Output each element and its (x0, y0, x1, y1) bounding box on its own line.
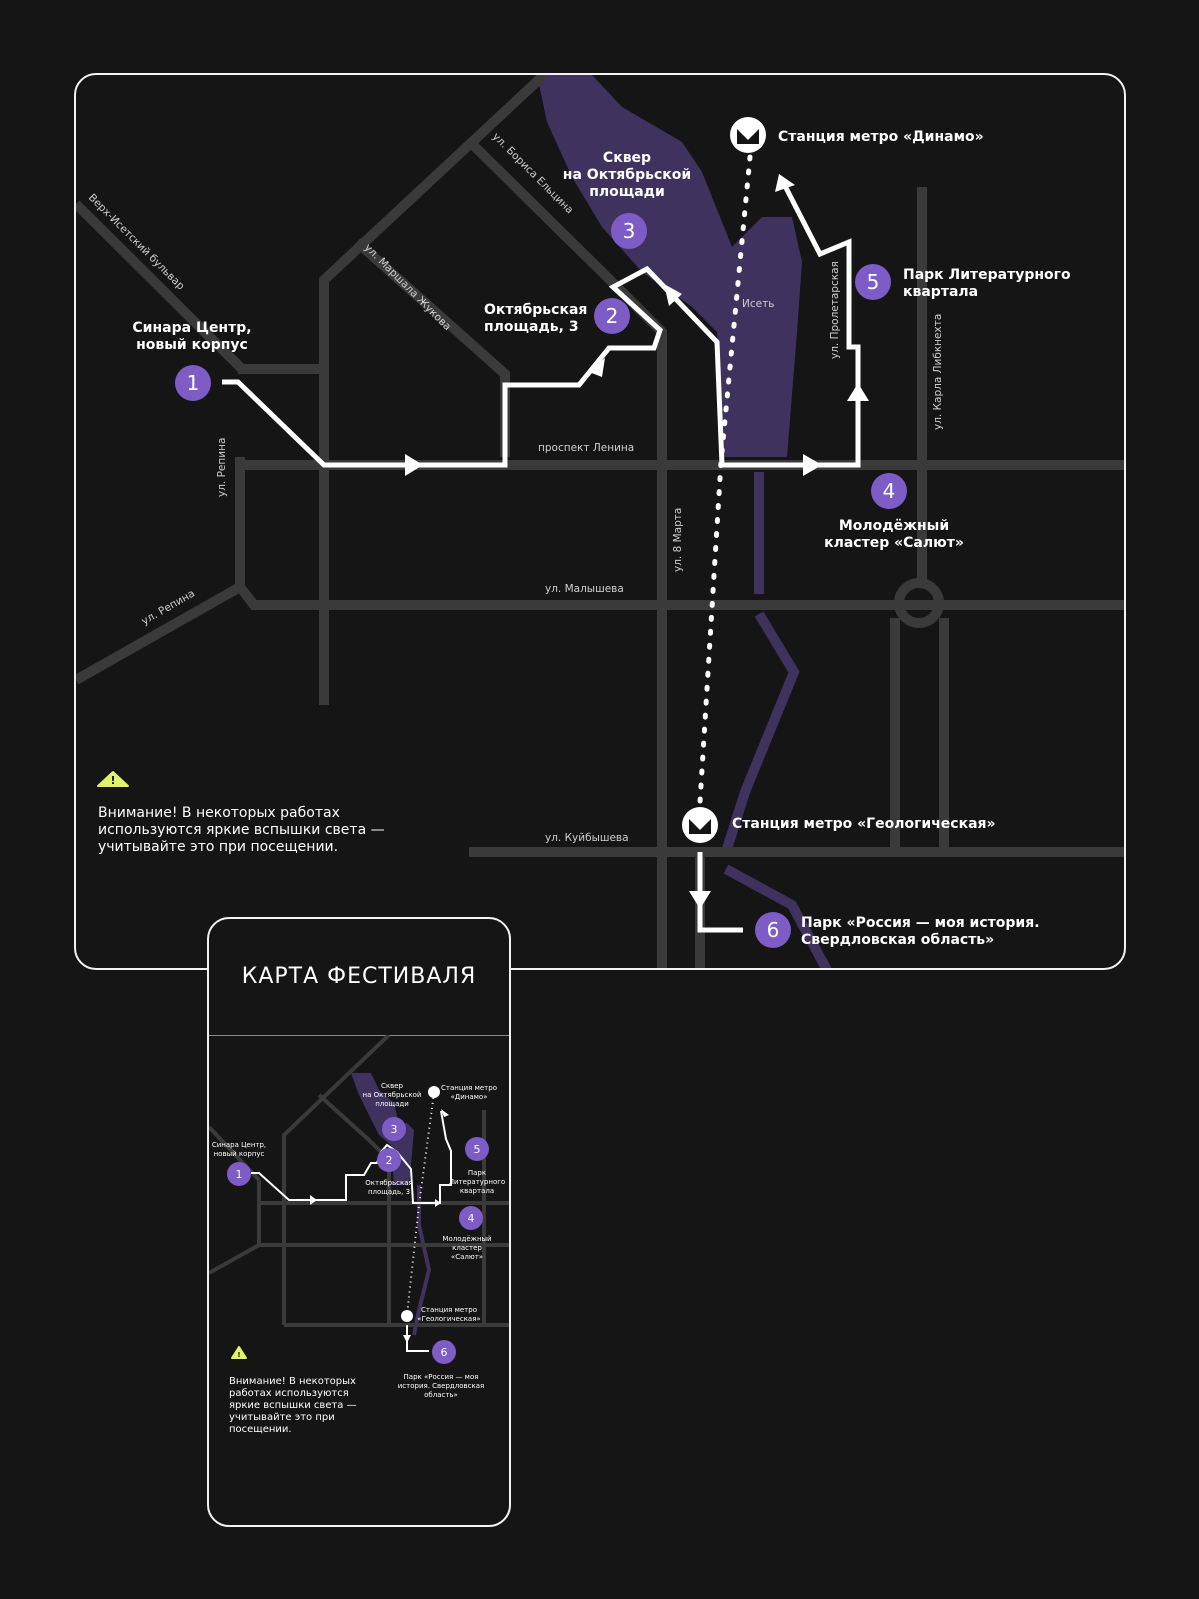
svg-text:«Геологическая»: «Геологическая» (417, 1315, 480, 1323)
mobile-warning-icon: ! (231, 1346, 247, 1359)
svg-text:Парк: Парк (468, 1169, 486, 1177)
street-zhukova: ул. Маршала Жукова (362, 242, 453, 333)
svg-text:2: 2 (386, 1154, 393, 1167)
svg-text:Станция метро: Станция метро (441, 1084, 497, 1092)
svg-text:1: 1 (187, 371, 200, 395)
warning-text: Внимание! В некоторых работах используют… (98, 805, 385, 855)
mobile-title: КАРТА ФЕСТИВАЛЯ (241, 964, 477, 989)
point-6[interactable]: 6 Парк «Россия — моя история. Свердловск… (755, 912, 1040, 948)
svg-text:новый корпус: новый корпус (214, 1150, 265, 1158)
svg-text:квартала: квартала (460, 1187, 494, 1195)
svg-text:4: 4 (883, 479, 896, 503)
route-arrows (405, 174, 869, 909)
metro-m-glyph (689, 819, 711, 834)
svg-text:«Салют»: «Салют» (451, 1253, 483, 1261)
metro-icon (730, 117, 766, 153)
svg-text:Синара Центр,: Синара Центр, (212, 1141, 266, 1149)
metro-geologicheskaya[interactable]: Станция метро «Геологическая» (682, 807, 996, 843)
street-8-marta: ул. 8 Марта (672, 508, 684, 572)
svg-text:история. Свердловская: история. Свердловская (398, 1382, 484, 1390)
metro-icon (682, 807, 718, 843)
svg-text:6: 6 (767, 918, 780, 942)
svg-text:Свердловская область»: Свердловская область» (801, 932, 994, 948)
svg-text:5: 5 (867, 270, 880, 294)
street-repina-vertical: ул. Репина (216, 438, 228, 497)
svg-text:«Динамо»: «Динамо» (450, 1093, 487, 1101)
mobile-metro-geologicheskaya[interactable]: Станция метро «Геологическая» (401, 1306, 481, 1323)
svg-text:!: ! (237, 1351, 240, 1359)
svg-text:5: 5 (474, 1143, 481, 1156)
svg-text:Синара Центр,: Синара Центр, (132, 320, 251, 336)
svg-text:кластер: кластер (452, 1244, 482, 1252)
street-labels: Верх-Исетский бульвар ул. Бориса Ельцина… (86, 131, 944, 844)
point-2[interactable]: 2 Октябрьская площадь, 3 (484, 298, 630, 335)
svg-text:Молодёжный: Молодёжный (839, 518, 949, 534)
svg-text:Станция метро: Станция метро (421, 1306, 477, 1314)
mobile-divider (209, 1035, 509, 1036)
svg-text:2: 2 (606, 304, 619, 328)
svg-text:Парк «Россия — моя история.: Парк «Россия — моя история. (801, 915, 1040, 931)
metro-dynamo-label: Станция метро «Динамо» (778, 129, 984, 145)
svg-text:новый корпус: новый корпус (136, 337, 248, 353)
svg-text:на Октябрьской: на Октябрьской (363, 1091, 422, 1099)
river-iset (537, 75, 832, 968)
svg-text:Сквер: Сквер (381, 1082, 404, 1090)
svg-text:область»: область» (424, 1391, 458, 1399)
svg-text:1: 1 (236, 1168, 243, 1181)
point-5[interactable]: 5 Парк Литературного квартала (855, 264, 1071, 300)
map-canvas: Верх-Исетский бульвар ул. Бориса Ельцина… (76, 75, 1124, 968)
roads (76, 75, 1124, 968)
svg-text:Сквер: Сквер (603, 150, 651, 166)
mobile-map-canvas: Станция метро «Динамо» Станция метро «Ге… (209, 1035, 509, 1399)
festival-route (222, 180, 861, 933)
mobile-point-3[interactable]: 3 Сквер на Октябрьской площади (363, 1082, 422, 1141)
mobile-point-2[interactable]: 2 Октябрьская площадь, 3 (365, 1148, 413, 1196)
svg-text:площади: площади (375, 1100, 409, 1108)
street-kuibysheva: ул. Куйбышева (545, 832, 629, 844)
mobile-route-arrows (310, 1109, 449, 1343)
street-liebknecht: ул. Карла Либкнехта (932, 314, 944, 430)
svg-text:3: 3 (391, 1123, 398, 1136)
svg-text:Октябрьская: Октябрьская (365, 1179, 413, 1187)
street-verkh-isetsky: Верх-Исетский бульвар (86, 192, 187, 293)
point-4[interactable]: 4 Молодёжный кластер «Салют» (824, 473, 964, 551)
mobile-warning-text: Внимание! В некоторых работах используют… (229, 1376, 357, 1435)
svg-text:Парк Литературного: Парк Литературного (903, 267, 1071, 283)
mobile-point-6[interactable]: 6 Парк «Россия — моя история. Свердловск… (398, 1340, 484, 1399)
svg-text:!: ! (110, 774, 115, 787)
metro-m-glyph (737, 129, 759, 144)
svg-text:3: 3 (623, 219, 636, 243)
point-3[interactable]: 3 Сквер на Октябрьской площади (563, 150, 691, 249)
mobile-metro-dynamo[interactable]: Станция метро «Динамо» (428, 1084, 497, 1101)
svg-text:кластер «Салют»: кластер «Салют» (824, 535, 964, 551)
metro-geologicheskaya-label: Станция метро «Геологическая» (732, 816, 996, 832)
mobile-point-1[interactable]: 1 Синара Центр, новый корпус (212, 1141, 266, 1186)
street-proletarskaya: ул. Пролетарская (829, 261, 841, 359)
svg-text:Октябрьская: Октябрьская (484, 302, 587, 318)
mobile-route (251, 1110, 452, 1352)
street-lenina: проспект Ленина (538, 442, 634, 454)
mobile-point-4[interactable]: 4 Молодёжный кластер «Салют» (442, 1206, 492, 1261)
svg-text:Литературного: Литературного (449, 1178, 505, 1186)
point-1[interactable]: 1 Синара Центр, новый корпус (132, 320, 252, 401)
svg-text:квартала: квартала (903, 284, 978, 300)
svg-text:площадь, 3: площадь, 3 (368, 1188, 410, 1196)
mobile-map-panel: КАРТА ФЕСТИВАЛЯ (207, 917, 511, 1527)
mobile-point-5[interactable]: 5 Парк Литературного квартала (449, 1137, 505, 1195)
svg-text:площадь, 3: площадь, 3 (484, 319, 579, 335)
svg-text:Парк «Россия — моя: Парк «Россия — моя (404, 1373, 479, 1381)
svg-text:6: 6 (441, 1346, 448, 1359)
svg-text:на Октябрьской: на Октябрьской (563, 167, 691, 183)
street-malysheva: ул. Малышева (545, 583, 624, 595)
river-label: Исеть (742, 298, 774, 310)
desktop-map-panel: Верх-Исетский бульвар ул. Бориса Ельцина… (74, 73, 1126, 970)
svg-text:Молодёжный: Молодёжный (442, 1235, 491, 1243)
metro-dynamo[interactable]: Станция метро «Динамо» (730, 117, 984, 153)
warning-icon: ! (97, 771, 129, 787)
svg-text:4: 4 (468, 1212, 475, 1225)
svg-text:площади: площади (589, 184, 665, 200)
